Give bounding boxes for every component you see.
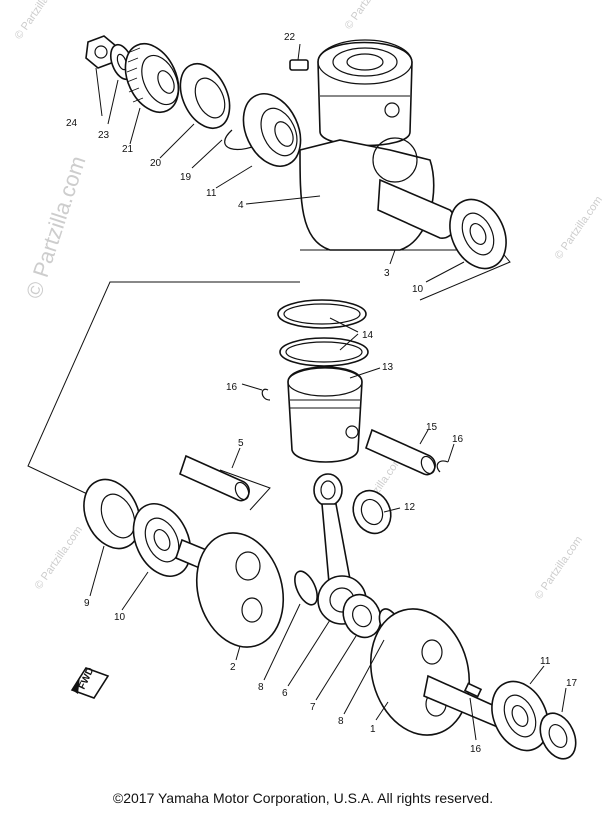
fwd-arrow-icon: FWD [70, 666, 110, 699]
callout-19: 19 [180, 172, 192, 183]
part-21-primary-gear [124, 43, 180, 113]
callout-5: 5 [238, 438, 244, 449]
callout-11-lower: 11 [540, 656, 551, 667]
callout-16-bottom: 16 [470, 744, 482, 755]
callout-2: 2 [230, 662, 236, 673]
callout-8-left: 8 [258, 682, 264, 693]
callout-labels: 24 23 21 20 19 11 4 22 3 10 14 13 16 15 … [66, 32, 578, 755]
watermark-mid-right: © Partzilla.com [553, 194, 605, 262]
part-11-bearing-lower [491, 680, 549, 752]
callout-21: 21 [122, 144, 134, 155]
upper-assembly [85, 35, 511, 301]
part-8-washer-left [294, 570, 318, 606]
callout-16-right: 16 [452, 434, 464, 445]
part-22-key [289, 59, 309, 71]
lower-leaders [89, 317, 567, 741]
callout-17: 17 [566, 678, 578, 689]
watermark-bottom-right: © Partzilla.com [533, 534, 585, 602]
callout-11-upper: 11 [206, 188, 217, 199]
watermark-top-left: © Partzilla.com [13, 0, 65, 42]
lower-outline-left [27, 281, 300, 501]
part-4-crank-half [299, 137, 456, 251]
callout-10-upper: 10 [412, 284, 424, 295]
callout-23: 23 [98, 130, 110, 141]
callout-8-right: 8 [338, 716, 344, 727]
callout-4: 4 [238, 200, 244, 211]
part-5-crank-pin [179, 454, 250, 502]
part-13-piston [287, 366, 363, 463]
part-16-key-bottom [463, 682, 483, 698]
part-9-oil-seal [83, 478, 141, 550]
part-10-bearing-upper [449, 198, 507, 270]
upper-piston [317, 39, 413, 147]
callout-9: 9 [84, 598, 90, 609]
callout-7: 7 [310, 702, 316, 713]
callout-14: 14 [362, 330, 374, 341]
part-17-oil-seal [539, 712, 577, 760]
callout-16-left: 16 [226, 382, 238, 393]
callout-3: 3 [384, 268, 390, 279]
watermark-mid-left: © Partzilla.com [33, 524, 85, 592]
watermark-top-right: © Partzilla.com [343, 0, 395, 32]
callout-6: 6 [282, 688, 288, 699]
callout-12: 12 [404, 502, 416, 513]
lower-assembly: FWD [27, 281, 577, 760]
part-12-needle-bearing [352, 489, 392, 535]
part-18-clip-right [436, 460, 449, 473]
callout-15: 15 [426, 422, 438, 433]
callout-10-lower: 10 [114, 612, 126, 623]
callout-22: 22 [284, 32, 296, 43]
callout-1: 1 [370, 724, 376, 735]
callout-13: 13 [382, 362, 394, 373]
watermark-main: © Partzilla.com [21, 153, 91, 302]
part-7-bearing [342, 593, 382, 639]
lower-outline-pin [219, 469, 271, 511]
part-20-oil-seal [179, 63, 231, 129]
callout-24: 24 [66, 118, 78, 129]
part-2-crank-half [175, 532, 285, 648]
part-14-piston-rings [277, 299, 369, 367]
part-11-bearing-upper [242, 93, 302, 167]
part-16-clip-left [261, 388, 271, 401]
upper-leaders [95, 43, 465, 283]
copyright-notice: ©2017 Yamaha Motor Corporation, U.S.A. A… [112, 790, 494, 806]
part-15-piston-pin [365, 428, 436, 476]
callout-20: 20 [150, 158, 162, 169]
